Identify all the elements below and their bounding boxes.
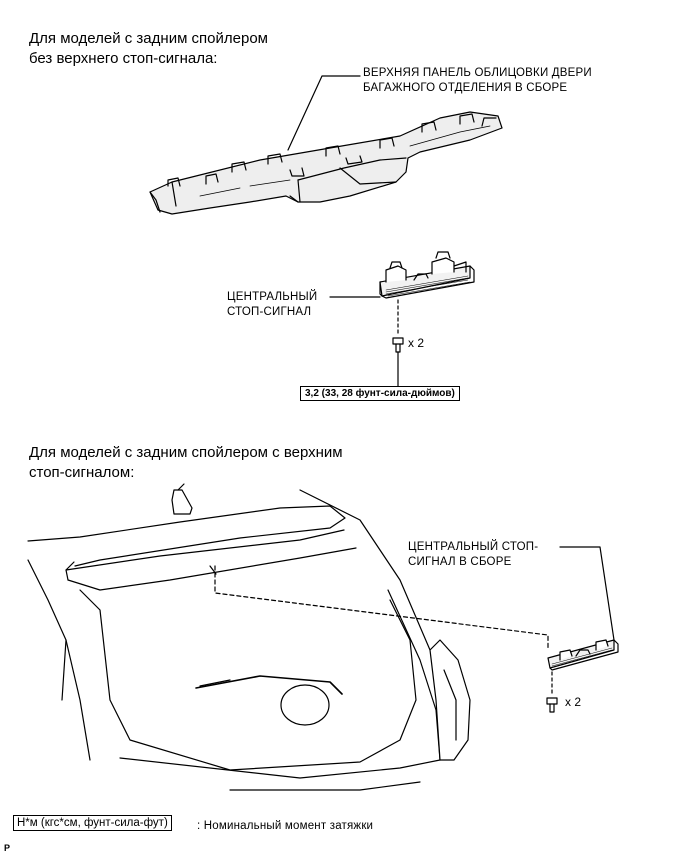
section2-heading-line2: стоп-сигналом:: [29, 464, 135, 481]
torque-spec-box: 3,2 (33, 28 фунт-сила-дюймов): [300, 386, 460, 401]
lamp-label-line1: ЦЕНТРАЛЬНЫЙ: [227, 291, 318, 303]
legend-description: : Номинальный момент затяжки: [197, 820, 374, 832]
assembly-leader-line: [559, 546, 615, 641]
section1-heading-line1: Для моделей с задним спойлером: [29, 30, 268, 47]
legend-torque-box: Н*м (кгс*см, фунт-сила-фут): [13, 815, 172, 831]
section1-heading-line2: без верхнего стоп-сигнала:: [29, 50, 218, 67]
trim-panel-illustration: [149, 111, 503, 215]
panel-label-line2: БАГАЖНОГО ОТДЕЛЕНИЯ В СБОРЕ: [363, 82, 568, 94]
lamp-assembly-label-line2: СИГНАЛ В СБОРЕ: [408, 556, 512, 568]
screw-icon-2: [546, 697, 558, 713]
vehicle-rear-illustration: [27, 483, 471, 791]
panel-leader-line: [287, 75, 361, 151]
footer-mark: P: [4, 843, 11, 853]
assembly-guide-line: [214, 565, 549, 649]
lamp-assembly-label-line1: ЦЕНТРАЛЬНЫЙ СТОП-: [408, 541, 539, 553]
center-stop-lamp-assembly-illustration: [547, 639, 619, 671]
lamp-label-line2: СТОП-СИГНАЛ: [227, 306, 312, 318]
center-stop-lamp-illustration: [379, 251, 475, 299]
screw-quantity-1: x 2: [408, 336, 425, 350]
screw-quantity-2: x 2: [565, 695, 582, 709]
section2-heading-line1: Для моделей с задним спойлером с верхним: [29, 444, 343, 461]
screw-icon-1: [392, 337, 404, 353]
panel-label-line1: ВЕРХНЯЯ ПАНЕЛЬ ОБЛИЦОВКИ ДВЕРИ: [363, 67, 592, 79]
